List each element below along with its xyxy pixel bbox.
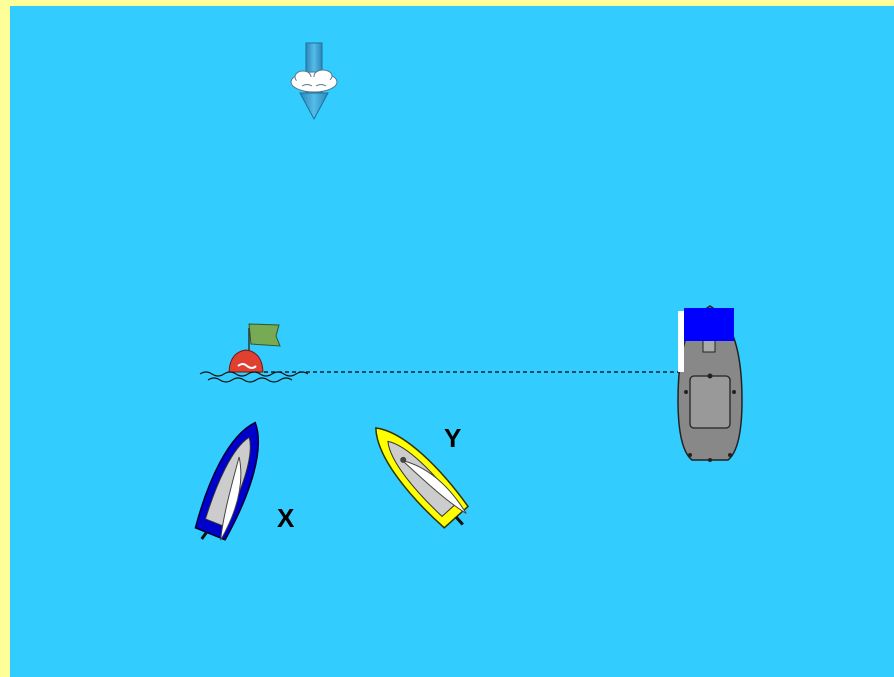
committee-flag-icon <box>684 308 734 341</box>
wind-arrow-icon <box>291 43 337 119</box>
cloud-icon <box>291 70 337 92</box>
committee-boat-icon <box>678 306 742 462</box>
flag-icon <box>249 324 280 346</box>
committee-flag-pole <box>678 311 684 372</box>
boat-x-label: X <box>277 505 294 531</box>
buoy-icon <box>200 324 308 382</box>
sailboat-icon <box>190 415 273 548</box>
boat-y-label: Y <box>444 425 461 451</box>
